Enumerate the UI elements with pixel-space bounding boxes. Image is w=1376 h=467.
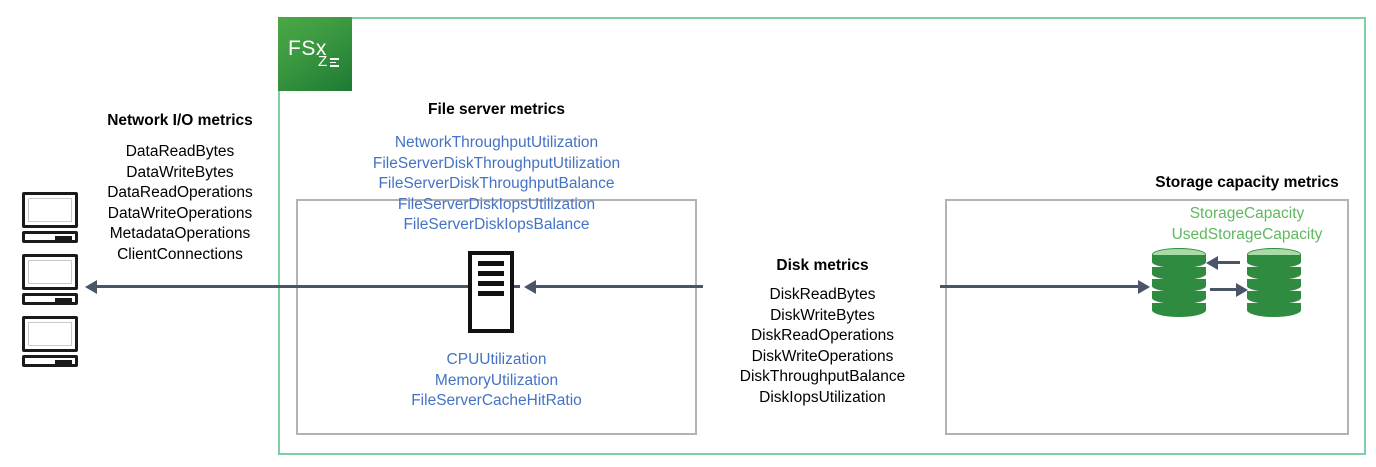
metric-item: DataWriteBytes xyxy=(126,163,234,181)
metric-item: DiskIopsUtilization xyxy=(759,388,886,406)
cylinder-replication-line-left xyxy=(1212,261,1240,264)
computer-icon xyxy=(22,192,78,243)
metric-item: CPUUtilization xyxy=(446,351,547,368)
computer-icon xyxy=(22,254,78,305)
metric-item: DiskWriteOperations xyxy=(751,347,894,365)
database-cylinder-icon xyxy=(1152,248,1206,317)
storage-metrics-heading: Storage capacity metrics xyxy=(1155,174,1339,191)
metric-item: DiskReadBytes xyxy=(769,286,876,303)
server-tower-icon xyxy=(468,251,514,333)
arrow-left-icon xyxy=(85,279,97,294)
fsx-logo-icon: FSx Z xyxy=(278,17,352,91)
file-server-metrics-list: NetworkThroughputUtilization FileServerD… xyxy=(256,133,737,236)
server-to-disk-line xyxy=(528,285,703,288)
metric-item: MetadataOperations xyxy=(109,225,251,242)
fsx-logo-subscript: Z xyxy=(318,53,328,70)
cylinder-replication-line-right xyxy=(1210,288,1238,291)
metric-item: FileServerDiskThroughputBalance xyxy=(378,175,615,192)
computer-base xyxy=(22,355,78,367)
metric-item: NetworkThroughputUtilization xyxy=(394,134,599,151)
computer-screen xyxy=(22,254,78,290)
fsx-service-boundary xyxy=(278,17,1366,455)
metric-item: DiskThroughputBalance xyxy=(739,368,906,385)
computer-base xyxy=(22,293,78,305)
metric-item: DiskWriteBytes xyxy=(770,306,875,324)
metric-item: FileServerDiskIopsBalance xyxy=(403,216,590,233)
file-server-container xyxy=(296,199,697,435)
arrow-left-icon xyxy=(1206,255,1218,270)
metric-item: ClientConnections xyxy=(117,245,243,263)
arrow-right-icon xyxy=(1138,279,1150,294)
metric-item: DataWriteOperations xyxy=(107,204,253,222)
metric-item: DataReadBytes xyxy=(125,143,235,160)
computer-screen xyxy=(22,192,78,228)
metric-item: FileServerCacheHitRatio xyxy=(411,392,582,409)
file-server-resource-metrics-list: CPUUtilization MemoryUtilization FileSer… xyxy=(296,350,697,412)
arrow-right-icon xyxy=(1236,282,1248,297)
computer-base xyxy=(22,231,78,243)
storage-metrics-list: StorageCapacity UsedStorageCapacity xyxy=(1045,204,1376,245)
disk-metrics-heading: Disk metrics xyxy=(776,257,869,274)
metric-item: FileServerDiskIopsUtilization xyxy=(397,195,596,213)
storage-container xyxy=(945,199,1349,435)
network-metrics-heading: Network I/O metrics xyxy=(107,112,253,129)
network-metrics-list: DataReadBytes DataWriteBytes DataReadOpe… xyxy=(0,142,360,265)
disk-to-storage-line xyxy=(940,285,1140,288)
fsx-logo-bars-icon xyxy=(330,58,339,69)
metric-item: StorageCapacity xyxy=(1189,205,1305,222)
arrow-left-icon xyxy=(524,279,536,294)
client-to-server-line xyxy=(96,285,520,288)
fsx-logo-text: FSx xyxy=(288,37,327,60)
computer-screen xyxy=(22,316,78,352)
computer-icon xyxy=(22,316,78,367)
metric-item: UsedStorageCapacity xyxy=(1171,225,1323,243)
metric-item: DiskReadOperations xyxy=(750,327,894,344)
metric-item: FileServerDiskThroughputUtilization xyxy=(372,154,621,172)
metric-item: MemoryUtilization xyxy=(434,371,559,389)
file-server-metrics-heading: File server metrics xyxy=(427,101,565,118)
database-cylinder-icon xyxy=(1247,248,1301,317)
metric-item: DataReadOperations xyxy=(107,184,253,201)
disk-metrics-list: DiskReadBytes DiskWriteBytes DiskReadOpe… xyxy=(660,285,985,408)
